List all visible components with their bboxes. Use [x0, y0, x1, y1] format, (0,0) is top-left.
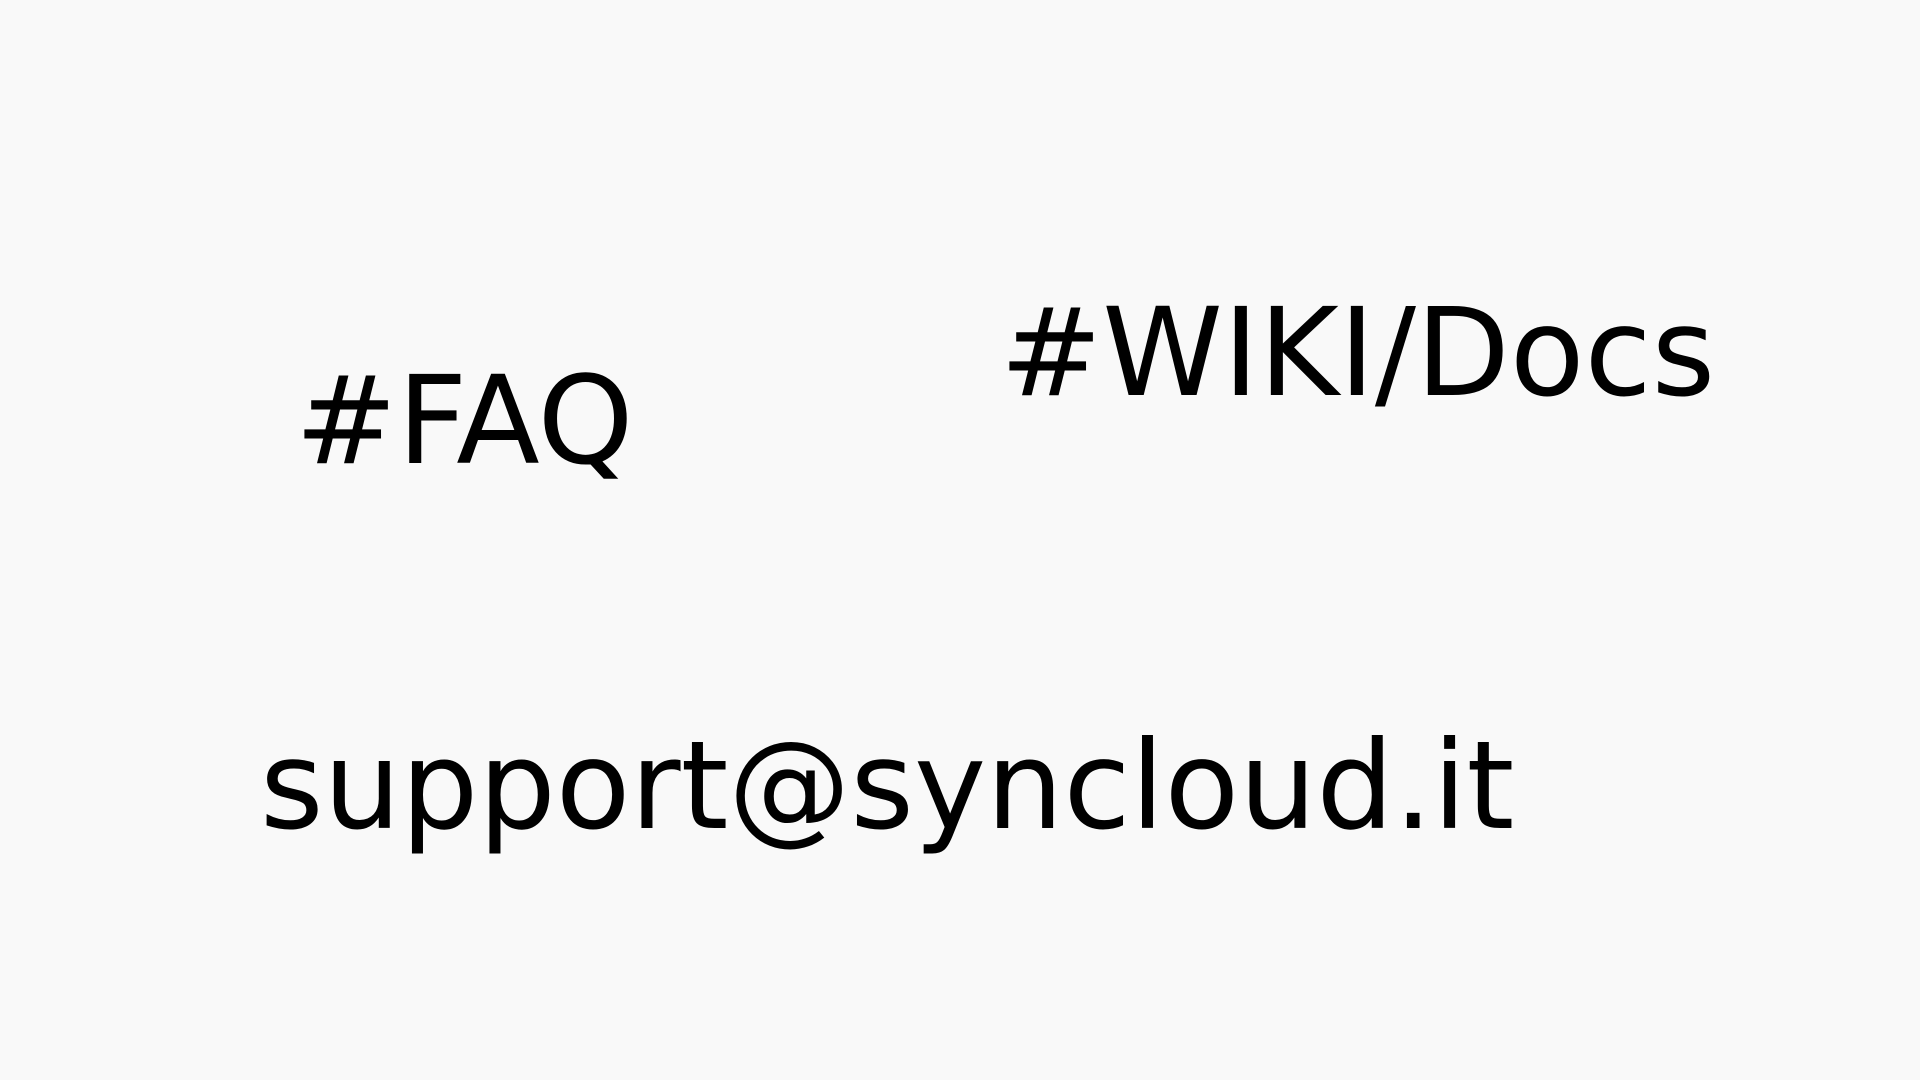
support-email-link[interactable]: support@syncloud.it: [260, 715, 1515, 857]
faq-link[interactable]: #FAQ: [295, 350, 634, 492]
wiki-docs-link[interactable]: #WIKI/Docs: [1000, 282, 1716, 424]
